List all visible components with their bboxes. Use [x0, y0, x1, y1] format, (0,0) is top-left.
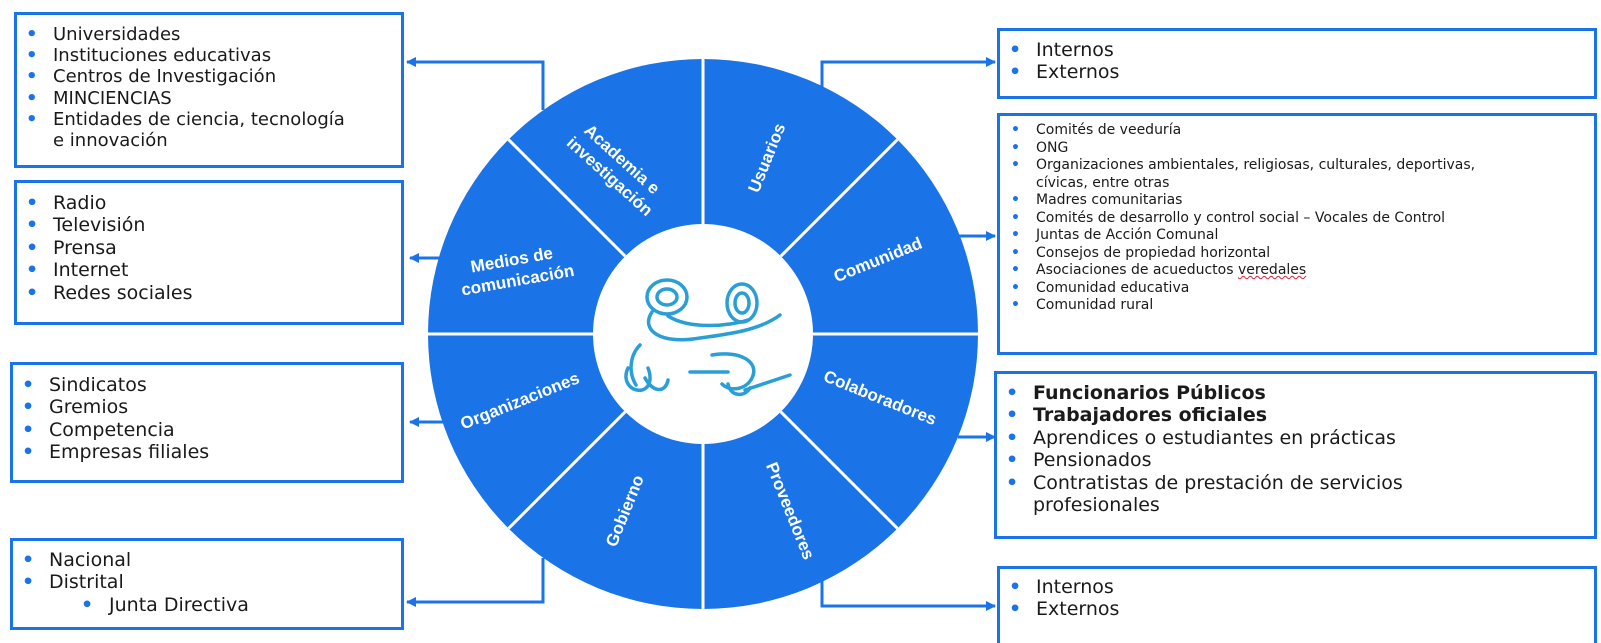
list-item: •Redes sociales [26, 281, 193, 304]
list-item: •ONG [1011, 139, 1069, 156]
box-medios: •Radio •Televisión •Prensa •Internet •Re… [14, 180, 404, 325]
list-item: •Juntas de Acción Comunal [1011, 227, 1219, 243]
list-item-continued: profesionales [1033, 494, 1160, 517]
list-item: •Internos [1009, 576, 1114, 598]
list-item: •Gremios [22, 396, 129, 419]
wheel-body [428, 59, 978, 609]
wheel-divider-1 [779, 138, 899, 258]
box-academia: •Universidades •Instituciones educativas… [14, 12, 404, 168]
list-item: •Entidades de ciencia, tecnología [26, 108, 345, 130]
list-item: •Comunidad rural [1011, 297, 1154, 313]
wheel-divider-7 [507, 138, 627, 258]
frog-logo [624, 278, 792, 397]
list-item: •Trabajadores oficiales [1006, 404, 1268, 427]
list-item: •Nacional [22, 549, 132, 571]
connectors [406, 57, 996, 611]
list-item: •Externos [1009, 61, 1120, 84]
list-item: •Comités de veeduría [1011, 122, 1182, 138]
list-item: •Radio [26, 192, 107, 214]
box-usuarios: •Internos •Externos [997, 28, 1597, 99]
list-item: •Centros de Investigación [26, 66, 277, 88]
list-item: •Televisión [26, 214, 146, 237]
box-colaboradores: •Funcionarios Públicos •Trabajadores ofi… [994, 371, 1597, 539]
list-item: •Distrital [22, 571, 124, 594]
list-item: •Consejos de propiedad horizontal [1011, 244, 1271, 261]
list-item: •Comunidad educativa [1011, 279, 1190, 296]
list-item: •Universidades [26, 24, 181, 45]
list-item: •Madres comunitarias [1011, 192, 1183, 208]
list-item: •Sindicatos [22, 374, 147, 396]
list-item: •Comités de desarrollo y control social … [1011, 209, 1446, 226]
list-item: •Competencia [22, 418, 175, 441]
box-organizaciones: •Sindicatos •Gremios •Competencia •Empre… [10, 362, 404, 483]
list-item: •Funcionarios Públicos [1006, 382, 1266, 404]
list-item: •Empresas filiales [22, 441, 210, 464]
list-item-continued: cívicas, entre otras [1036, 174, 1170, 191]
list-item: •Pensionados [1006, 449, 1152, 472]
wheel-center [593, 224, 813, 444]
list-subitem: •Junta Directiva [81, 593, 249, 616]
list-item: •Instituciones educativas [26, 45, 272, 67]
list-item: •MINCIENCIAS [26, 87, 172, 109]
box-gobierno: •Nacional •Distrital •Junta Directiva [10, 538, 404, 630]
list-item: •Prensa [26, 236, 117, 259]
wheel-divider-5 [507, 410, 627, 530]
list-item: •Aprendices o estudiantes en prácticas [1006, 426, 1396, 449]
list-item: •Asociaciones de acueductos veredales [1011, 262, 1307, 278]
list-item: •Internos [1009, 39, 1114, 61]
list-item: •Internet [26, 259, 129, 282]
list-item: •Organizaciones ambientales, religiosas,… [1011, 157, 1476, 173]
list-item-continued: e innovación [53, 130, 168, 152]
wheel-dividers [428, 59, 978, 609]
list-item: •Contratistas de prestación de servicios [1006, 471, 1403, 494]
box-proveedores: •Internos •Externos [997, 566, 1597, 643]
box-comunidad: •Comités de veeduría •ONG •Organizacione… [997, 113, 1597, 355]
wheel-divider-3 [779, 410, 899, 530]
list-item: •Externos [1009, 598, 1120, 621]
